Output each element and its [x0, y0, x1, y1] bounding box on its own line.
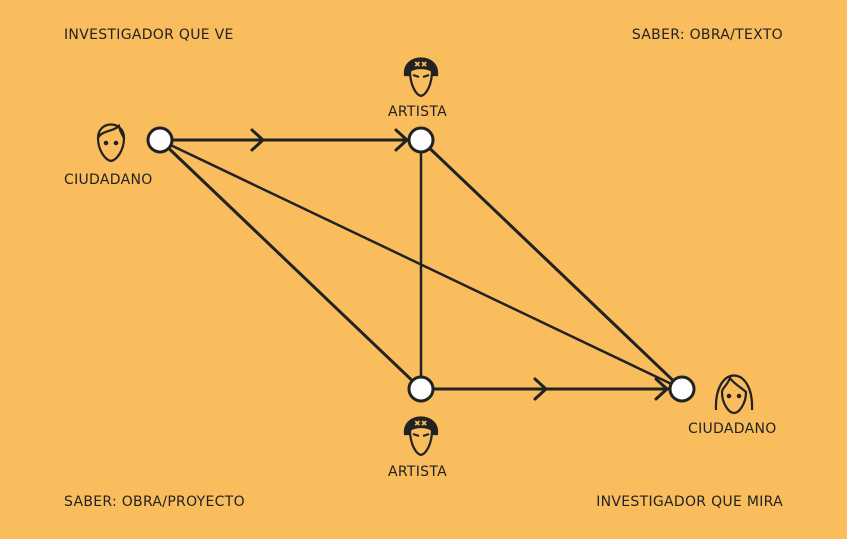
node-label-artist-bottom: ARTISTA	[388, 464, 447, 480]
svg-text:✖✖: ✖✖	[414, 60, 428, 69]
corner-label-bottom-left: SABER: OBRA/PROYECTO	[64, 494, 245, 510]
arrow-icon	[250, 128, 266, 152]
node-label-artist-top: ARTISTA	[388, 104, 447, 120]
arrow-icon	[533, 377, 549, 401]
artist-face-icon: ✖✖	[403, 57, 439, 98]
corner-label-bottom-right: INVESTIGADOR QUE MIRA	[596, 494, 783, 510]
edge-citizen-artist-bottom	[158, 138, 423, 391]
node-citizen-right	[668, 375, 696, 403]
node-label-citizen-left: CIUDADANO	[64, 172, 153, 188]
corner-label-top-left: INVESTIGADOR QUE VE	[64, 27, 234, 43]
node-citizen-left	[146, 126, 174, 154]
node-artist-bottom	[407, 375, 435, 403]
woman-face-icon	[714, 374, 754, 415]
man-face-icon	[96, 123, 126, 163]
arrow-icon	[394, 128, 410, 152]
edge-artist-top-citizen	[419, 138, 684, 391]
node-label-citizen-right: CIUDADANO	[688, 421, 777, 437]
corner-label-top-right: SABER: OBRA/TEXTO	[631, 27, 783, 43]
arrow-icon	[654, 377, 670, 401]
node-artist-top	[407, 126, 435, 154]
svg-text:✖✖: ✖✖	[414, 419, 428, 428]
artist-face-icon: ✖✖	[403, 416, 439, 457]
